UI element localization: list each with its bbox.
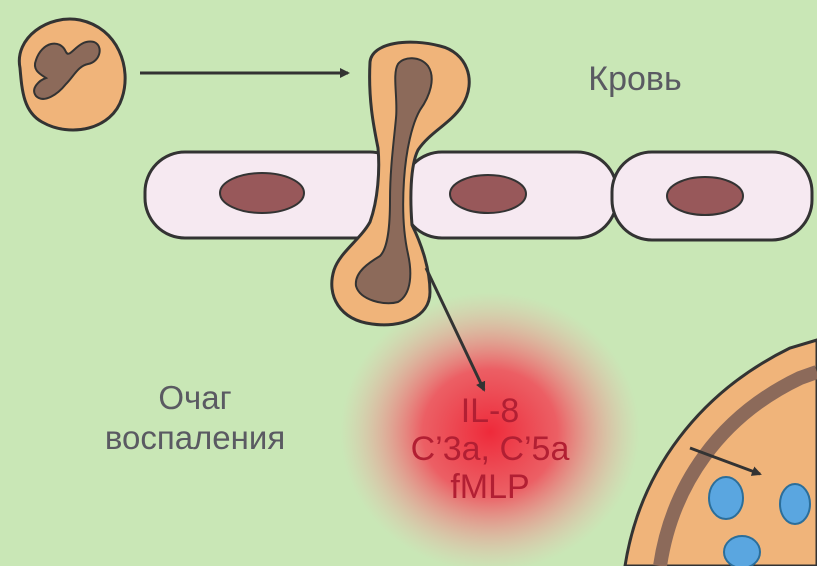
endothelial-nucleus <box>220 173 304 213</box>
chemoattractant-complement: C’3a, C’5a <box>355 430 625 468</box>
vesicle <box>709 477 743 519</box>
label-inflammation-focus-line1: Очаг <box>60 378 330 418</box>
chemoattractant-list: IL-8 C’3a, C’5a fMLP <box>355 392 625 506</box>
endothelial-cell-2 <box>402 152 617 238</box>
chemoattractant-il8: IL-8 <box>355 392 625 430</box>
vesicle <box>724 536 760 566</box>
label-inflammation-focus-line2: воспаления <box>60 418 330 458</box>
endothelial-nucleus <box>667 177 743 215</box>
vesicle <box>780 484 810 524</box>
endothelial-cell-3 <box>612 152 812 240</box>
chemoattractant-fmlp: fMLP <box>355 468 625 506</box>
neutrophil-in-blood <box>19 19 125 130</box>
tissue-cell <box>625 340 817 566</box>
label-inflammation-focus: Очаг воспаления <box>60 378 330 458</box>
endothelial-nucleus <box>450 175 526 213</box>
label-blood: Кровь <box>560 60 710 99</box>
